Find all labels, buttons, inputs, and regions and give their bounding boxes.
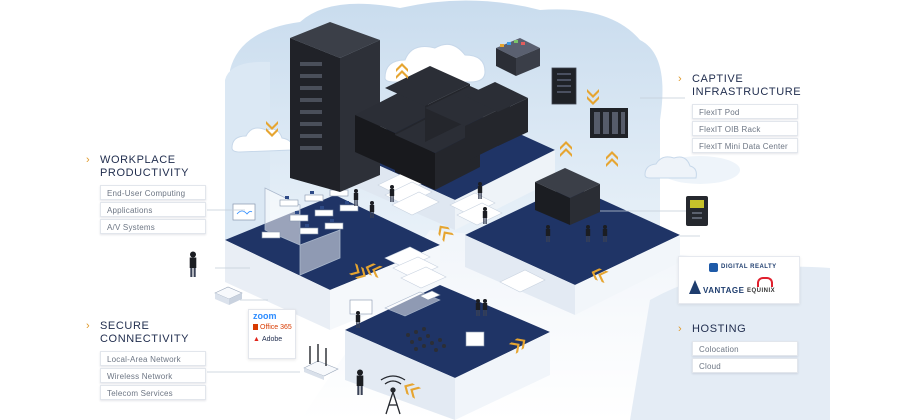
adobe-icon: ▲ (253, 336, 260, 343)
server-racks-row (465, 82, 528, 146)
equinix-logo-icon (757, 277, 773, 287)
server-rack-icon (535, 168, 600, 225)
chevron-right-icon: › (86, 320, 91, 332)
connector-lines (207, 97, 700, 373)
panel-title: › WORKPLACE PRODUCTIVITY (86, 154, 190, 179)
panel-item[interactable]: End-User Computing (100, 185, 206, 200)
meeting-platform (345, 246, 550, 420)
stairs (449, 192, 503, 226)
panel-item[interactable]: A/V Systems (100, 219, 206, 234)
server-rack-icon (290, 22, 380, 192)
office-365-logo: Office 365 (249, 322, 295, 334)
office-icon (253, 324, 258, 330)
panel-item[interactable]: Applications (100, 202, 206, 217)
chevron-right-icon: › (678, 73, 683, 85)
projector-icon (419, 290, 441, 301)
panel-item[interactable]: Colocation (692, 341, 798, 356)
chevron-right-icon: › (678, 323, 683, 335)
captive-infrastructure-panel: › CAPTIVE INFRASTRUCTURE FlexIT Pod Flex… (678, 73, 802, 155)
server-rack-icon (551, 67, 577, 105)
panel-item[interactable]: Telecom Services (100, 385, 206, 400)
vantage-logo: VANTAGE (703, 286, 745, 295)
panel-item[interactable]: Local-Area Network (100, 351, 206, 366)
zoom-logo: zoom (253, 311, 277, 321)
workplace-productivity-panel: › WORKPLACE PRODUCTIVITY End-User Comput… (86, 154, 206, 236)
panel-item[interactable]: Cloud (692, 358, 798, 373)
apps-card: zoom Office 365 ▲Adobe (248, 309, 296, 359)
ups-battery-icon (686, 196, 708, 226)
digital-realty-logo: DIGITAL REALTY (721, 264, 777, 270)
stairs (384, 246, 546, 293)
chevron-right-icon: › (86, 154, 91, 166)
panel-title: › CAPTIVE INFRASTRUCTURE (678, 73, 802, 98)
server-rack-icon (496, 38, 540, 76)
panel-item[interactable]: FlexIT OIB Rack (692, 121, 798, 136)
antenna-tower-icon (380, 375, 406, 415)
digital-realty-logo-icon (709, 263, 718, 272)
vantage-logo-icon (689, 280, 701, 294)
wifi-router-icon (303, 344, 339, 380)
secure-connectivity-panel: › SECURE CONNECTIVITY Local-Area Network… (86, 320, 206, 402)
equinix-logo: EQUINIX (747, 288, 776, 294)
projector-icon (214, 286, 243, 305)
panel-item[interactable]: Wireless Network (100, 368, 206, 383)
panel-item[interactable]: FlexIT Pod (692, 104, 798, 119)
cloud-icon (644, 156, 697, 179)
hosting-panel: › HOSTING Colocation Cloud (678, 323, 798, 375)
panel-title: › HOSTING (678, 323, 747, 335)
panel-title: › SECURE CONNECTIVITY (86, 320, 190, 345)
panel-item[interactable]: FlexIT Mini Data Center (692, 138, 798, 153)
adobe-logo: ▲Adobe (249, 334, 295, 346)
server-rack-icon (590, 108, 628, 138)
person-icon (189, 251, 197, 277)
partner-logos-card: DIGITAL REALTY VANTAGE EQUINIX (678, 256, 800, 304)
